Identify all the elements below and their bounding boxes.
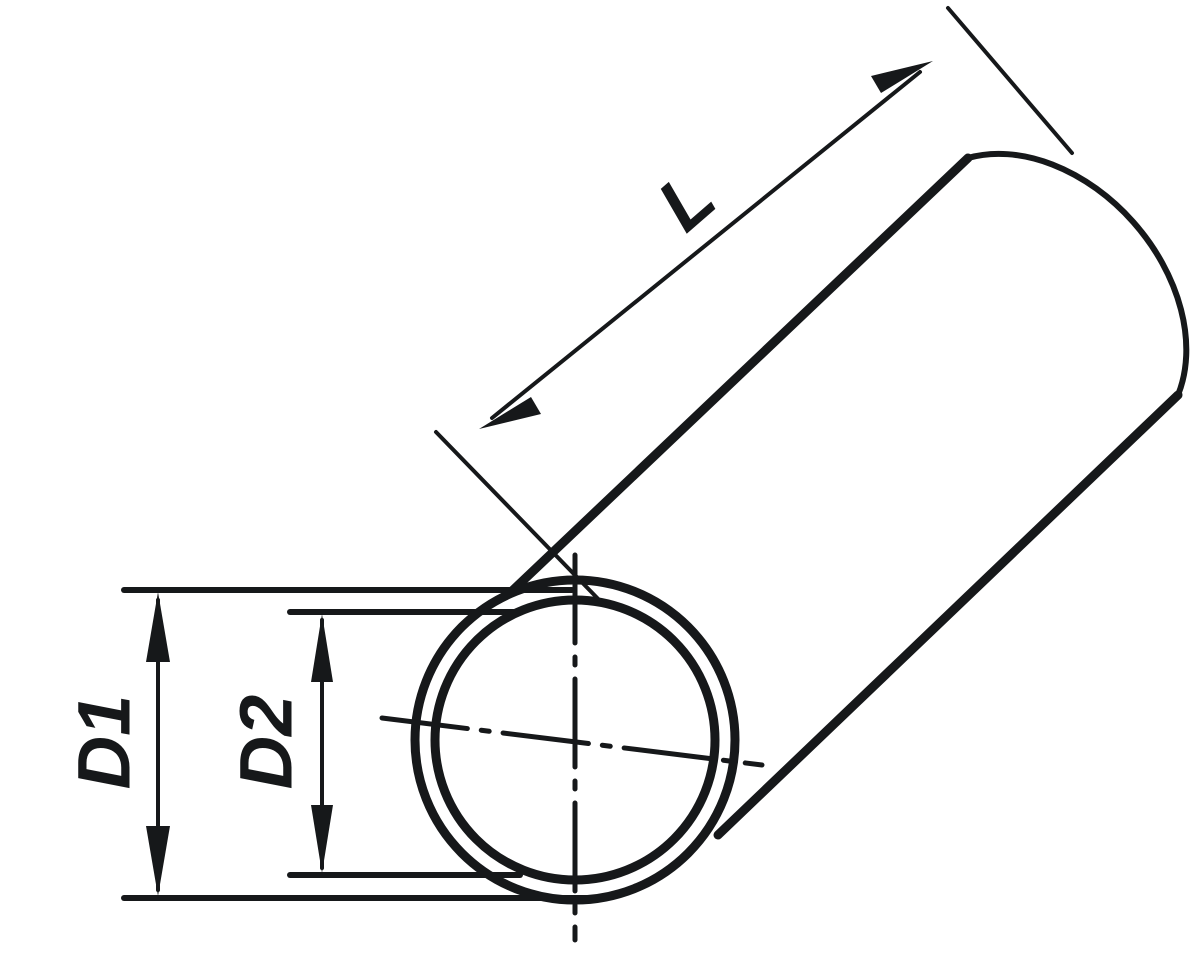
- dimension-label-d2: D2: [225, 695, 308, 790]
- length-arrow-end: [871, 61, 933, 93]
- tube-far-end-cap: [965, 150, 1190, 398]
- d1-arrow-top: [146, 592, 170, 662]
- d2-arrow-bottom: [311, 805, 333, 873]
- tube-upper-edge: [506, 153, 973, 597]
- length-arrow-start: [479, 397, 541, 429]
- d2-arrow-top: [311, 614, 333, 682]
- length-extension-line-near: [434, 430, 606, 607]
- dimension-label-d1: D1: [63, 695, 146, 790]
- horizontal-centerline: [379, 715, 765, 768]
- length-dimension-line: [490, 70, 922, 420]
- d1-arrow-bottom: [146, 826, 170, 896]
- length-extension-line-far: [946, 6, 1074, 155]
- tube-lower-edge: [713, 390, 1183, 840]
